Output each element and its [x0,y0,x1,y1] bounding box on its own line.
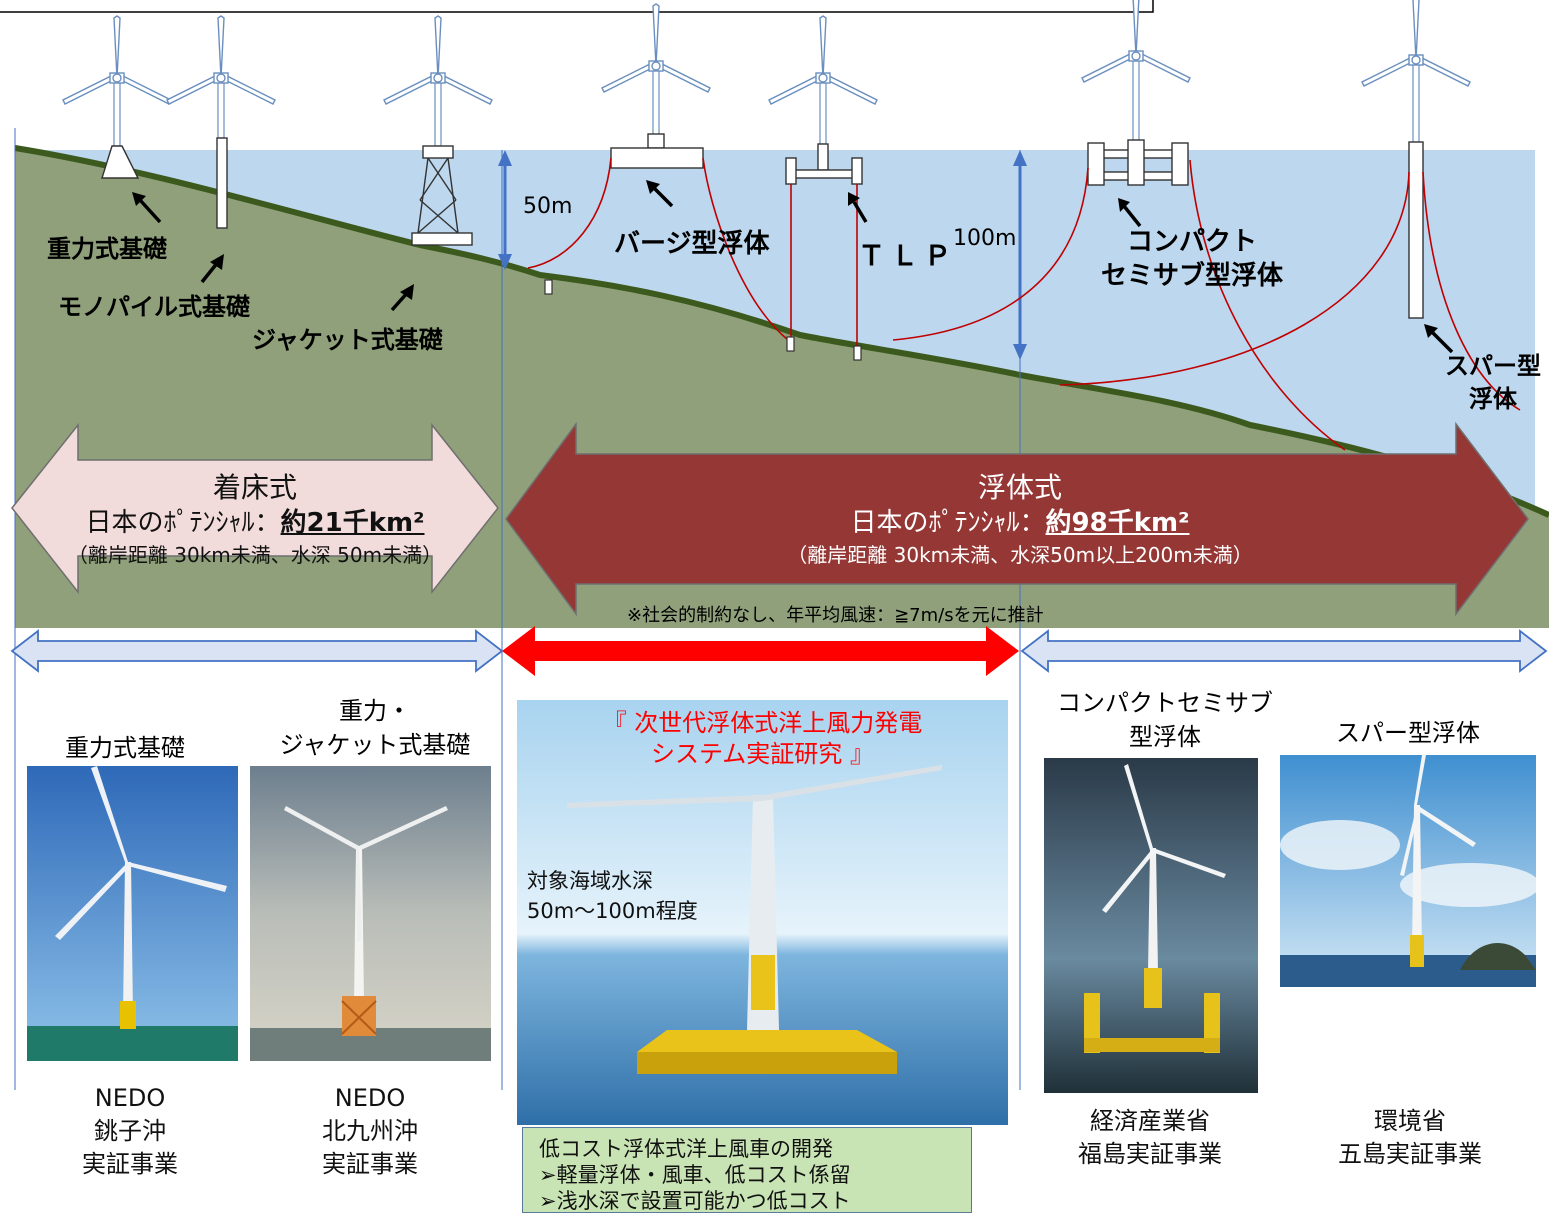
gravity-foundation [101,145,140,179]
fixed-title: 着床式 [212,471,297,504]
fixed-double-arrow [11,422,499,595]
spar-turbine [1059,0,1521,411]
floating-double-arrow [505,421,1529,617]
development-line1: 低コスト浮体式洋上風車の開発 [539,1137,833,1161]
tlp-turbine [768,15,878,361]
caption-goto: 環境省五島実証事業 [1338,1107,1482,1168]
demo-range-arrow [502,626,1019,676]
spar-foundation [1408,141,1424,319]
label-spar-foundation: スパー型 浮体 [1445,352,1541,413]
label-jacket-foundation: ジャケット式基礎 [252,326,443,354]
fixed-potential: 日本のﾎﾟﾃﾝｼｬﾙ：約21千km² [85,508,425,538]
jacket-foundation [411,145,473,246]
project4-title: コンパクトセミサブ 型浮体 [1057,689,1273,751]
caption-fukushima: 経済産業省福島実証事業 [1078,1107,1222,1168]
label-gravity-foundation: 重力式基礎 [47,235,167,263]
project1-title: 重力式基礎 [65,734,185,762]
fixed-info: 着床式 日本のﾎﾟﾃﾝｼｬﾙ：約21千km² （離岸距離 30km未満、水深 5… [40,470,470,570]
gravity-turbine [62,15,172,179]
photo-fukushima [1044,758,1258,1093]
project3-title: 『 次世代浮体式洋上風力発電 システム実証研究 』 [602,709,923,768]
semisub-mooring [892,159,1346,451]
monopile-foundation [216,137,228,229]
project2-title: 重力・ ジャケット式基礎 [279,697,471,759]
project3-depth: 対象海域水深 50m～100m程度 [527,869,698,923]
development-box: 低コスト浮体式洋上風車の開発 ➢軽量浮体・風車、低コスト係留 ➢浅水深で設置可能… [522,1127,972,1213]
floating-condition: （離岸距離 30km未満、水深50m以上200m未満） [787,543,1253,567]
label-barge-foundation: バージ型浮体 [614,229,770,259]
development-line3: ➢浅水深で設置可能かつ低コスト [539,1189,851,1213]
label-tlp-foundation: ＴＬＰ [858,241,957,272]
barge-foundation [610,147,704,169]
floating-potential: 日本のﾎﾟﾃﾝｼｬﾙ：約98千km² [850,508,1190,538]
label-monopile-foundation: モノパイル式基礎 [58,293,250,321]
estimation-note: ※社会的制約なし、年平均風速：≧7m/sを元に推計 [627,605,1044,626]
tlp-foundation [785,143,863,185]
barge-mooring [527,157,789,341]
spar-mooring [1059,171,1521,411]
semisub-foundation [1087,139,1189,186]
floating-title: 浮体式 [977,471,1062,504]
depth-arrow-50m [498,150,512,270]
monopile-turbine [166,15,276,229]
project5-title: スパー型浮体 [1336,719,1480,747]
fixed-condition: （離岸距離 30km未満、水深 50m未満） [67,543,443,567]
floating-range-arrow [1020,629,1548,673]
barge-turbine [527,3,789,341]
depth-arrow-100m [1013,150,1027,360]
pointer-arrows [132,180,1454,354]
development-line2: ➢軽量浮体・風車、低コスト係留 [539,1163,851,1187]
anchor-50m [544,279,553,295]
photo-next-gen-floating [517,700,1008,1125]
jacket-turbine [383,15,493,246]
label-depth-100m: 100m [953,226,1017,251]
top-frame-border [0,0,1154,13]
photo-kitakyushu [250,766,491,1061]
label-semisub-foundation: コンパクト セミサブ型浮体 [1100,227,1283,291]
floating-info: 浮体式 日本のﾎﾟﾃﾝｼｬﾙ：約98千km² （離岸距離 30km未満、水深50… [600,470,1440,570]
photo-choshi [27,766,238,1061]
label-depth-50m: 50m [523,194,573,219]
photo-goto [1280,755,1536,987]
semisub-turbine [892,0,1346,451]
seabed-line [14,145,1549,518]
